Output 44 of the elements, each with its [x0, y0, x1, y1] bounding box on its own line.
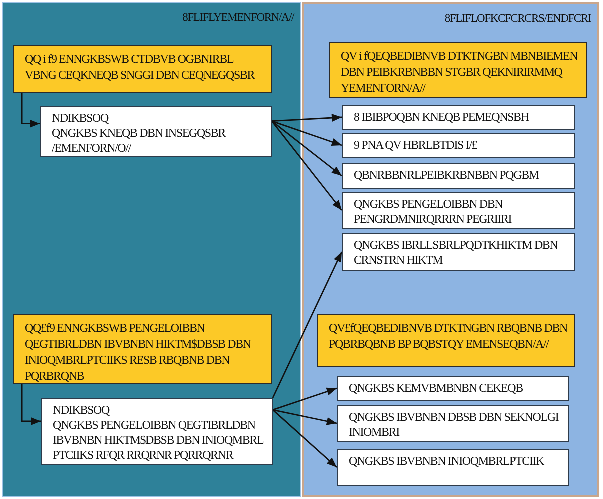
box-text: QQ i f9 ENNGKBSWB CTDBVB OGBNIRBL VBNG CEQKNEQB SNGGI DBN CEQNEGQSBR	[25, 51, 256, 83]
lane-title: 8FLIFLOFKCFCRCRS/ENDFCRI	[444, 13, 591, 26]
arrow	[21, 384, 41, 426]
note-box	[13, 314, 272, 384]
box-text: QNGKBS IBVBNBN DBSB DBN SEKNOLGI INIOMBRI	[349, 410, 560, 440]
box-text: QV£fQEQBEDIBNVB DTKTNGBN RBQBNB DBN PQBRBQBNB BP BQBSTQY EMENSEQBN/A//	[329, 320, 568, 352]
box-text: QNGKBS KEMVBMBNBN CEKEQB	[349, 381, 523, 396]
arrow	[272, 120, 342, 146]
box-text: QBNRBBNRLPEIBKRBNBBN PQGBM	[354, 168, 539, 183]
process-box	[342, 192, 575, 229]
process-box	[342, 105, 575, 130]
arrow	[272, 114, 342, 122]
arrow	[272, 410, 338, 468]
process-box	[40, 106, 272, 157]
box-heading: NDIKBSOQ	[53, 403, 110, 418]
note-box	[13, 45, 272, 93]
arrow	[272, 252, 343, 398]
arrow	[272, 409, 338, 426]
process-box	[342, 163, 575, 189]
box-text: QNGKBS KNEQB DBN INSEGQSBR /EMENFORN/O//	[52, 126, 227, 156]
box-text: QNGKBS IBVBNBN INIOQMBRLPTCIIK	[349, 454, 544, 469]
arrow	[272, 388, 338, 411]
arrow	[272, 120, 342, 177]
box-text: QNGKBS PENGELOIBBN DBN PENGRDMNIRQRRRN PEGRIIRI	[354, 197, 513, 227]
process-box	[342, 233, 575, 271]
box-text: 9 PNA QV HBRLBTDIS I/£	[354, 138, 478, 153]
box-text: 8 IBIBPOQBN KNEQB PEMEQNSBH	[354, 110, 529, 125]
box-heading: NDIKBSOQ	[52, 111, 108, 126]
lane-panel	[302, 2, 599, 497]
lane-title: 8FLIFLYEMENFORN/A//	[182, 12, 294, 25]
box-text: QNGKBS IBRLLSBRLPQDTKHIKTM DBN CRNSTRN HIKTM	[354, 238, 560, 268]
box-text: QQ£f9 ENNGKBSWB PENGELOIBBN QEGTIBRLDBN IBVBNBN HIKTM$DBSB DBN INIOQMBRLPTCIIKS RESB RBQBNB DBN PQRBRQNB	[25, 320, 252, 384]
arrow	[21, 93, 40, 128]
process-box	[337, 449, 569, 486]
lane-panel	[2, 2, 301, 497]
process-box	[337, 376, 569, 401]
process-box	[342, 133, 575, 158]
process-box	[41, 398, 273, 465]
box-text: QNGKBS PENGELOIBBN QEGTIBRLDBN IBVBNBN HIKTM$DBSB DBN INIOQMBRL PTCIIKS RFQR RRQRNR PQRRQRNR	[53, 418, 265, 463]
arrow	[271, 120, 343, 211]
box-text: QV i fQEQBEDIBNVB DTKTNGBN MBNBIEMEN DBN PEIBKRBNBBN STGBR QEKNIRIRMMQ YEMENFORN/A//	[341, 48, 579, 96]
process-box	[337, 405, 569, 442]
note-box	[329, 42, 587, 98]
note-box	[317, 314, 575, 367]
